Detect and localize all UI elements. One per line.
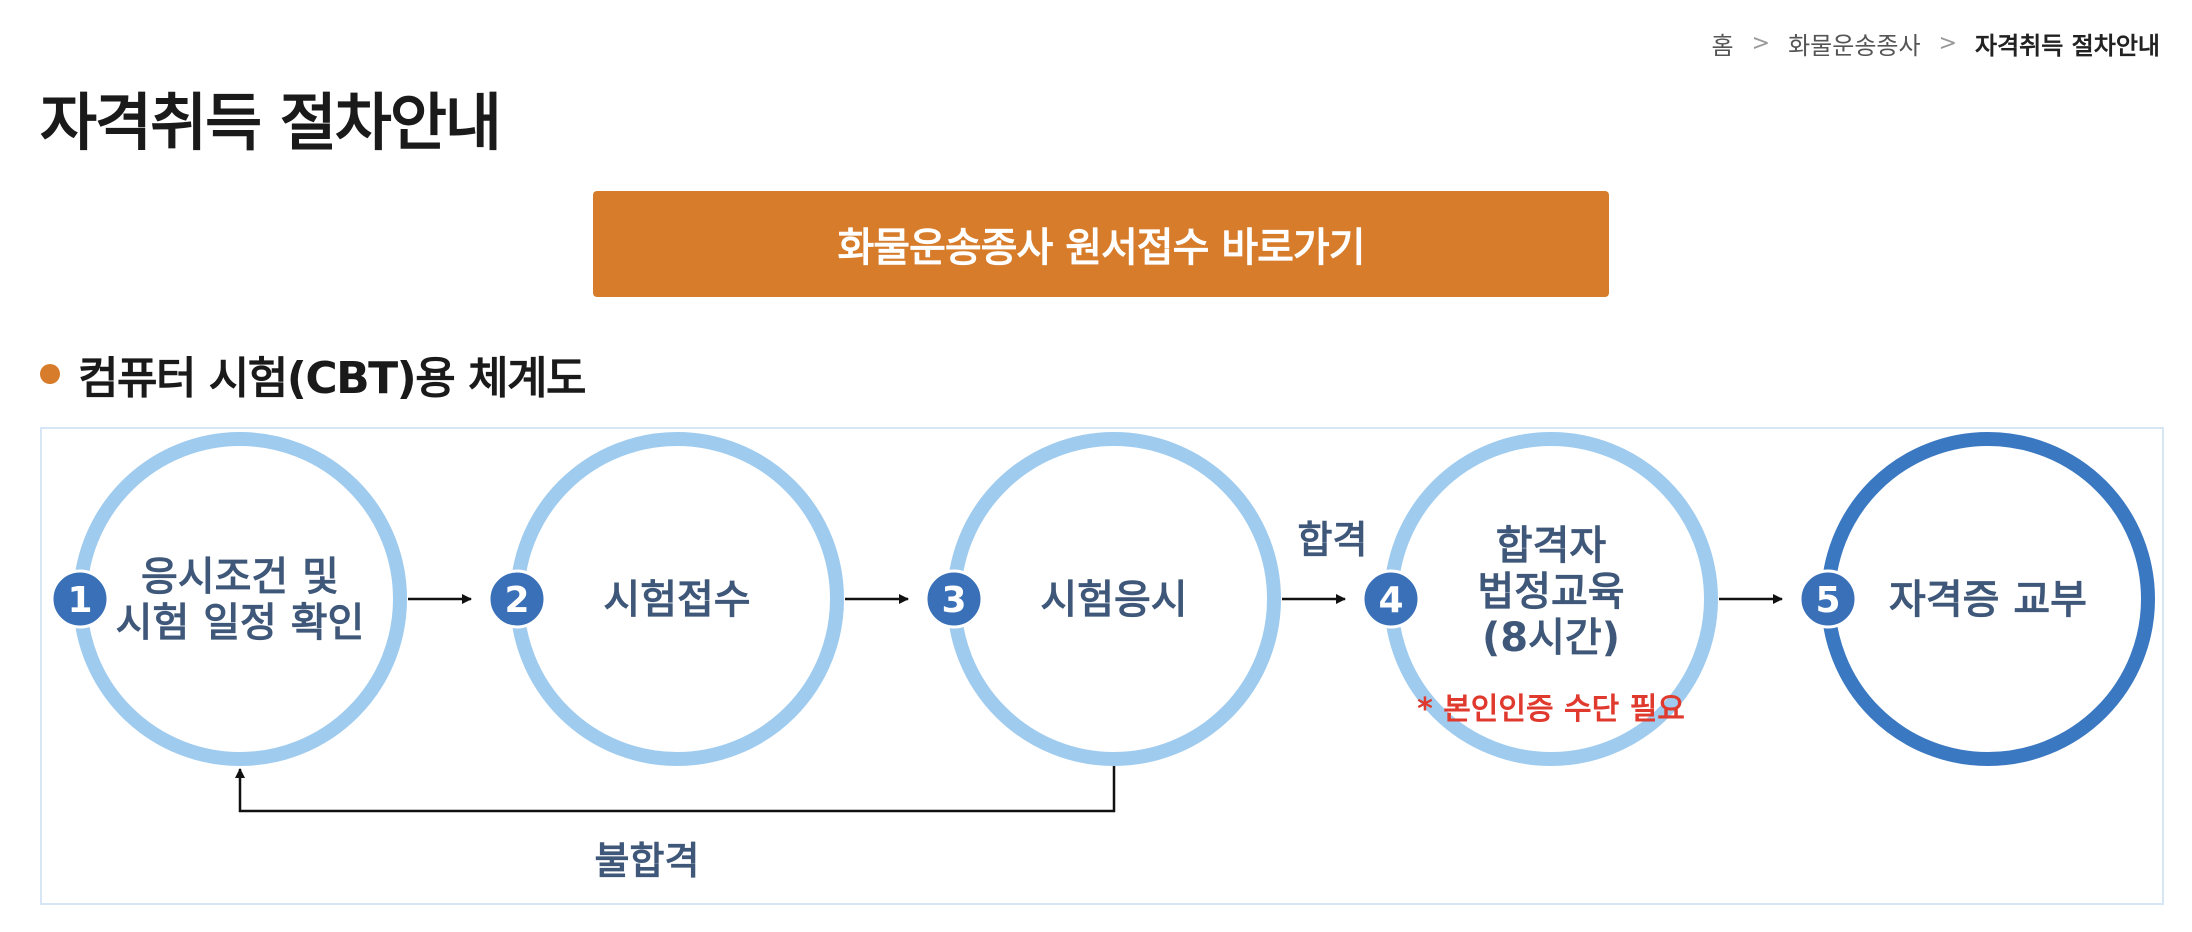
breadcrumb: 홈 > 화물운송종사 > 자격취득 절차안내 [1712, 26, 2160, 61]
bullet-dot-icon [40, 364, 60, 384]
fail-loop-arrow [235, 766, 1116, 813]
step-1-badge [50, 569, 110, 629]
step-5-number: 5 [1815, 580, 1840, 621]
step-4-label: 합격자 [1496, 523, 1607, 569]
step-4-note: * 본인인증 수단 필요 [1417, 692, 1685, 727]
step-4-label: (8시간) [1482, 615, 1620, 661]
page-title: 자격취득 절차안내 [40, 86, 502, 159]
section-heading: 컴퓨터 시험(CBT)용 체계도 [40, 342, 587, 406]
fail-label: 불합격 [595, 839, 700, 883]
step-3-number: 3 [941, 580, 966, 621]
step-1-number: 1 [67, 580, 92, 621]
step-4-label: 법정교육 [1477, 569, 1624, 615]
step-3-label: 시험응시 [1040, 577, 1187, 623]
breadcrumb-category[interactable]: 화물운송종사 [1788, 32, 1921, 60]
step-5-badge [1798, 569, 1858, 629]
pass-label: 합격 [1298, 518, 1368, 562]
step-2-badge [487, 569, 547, 629]
step-4-number: 4 [1378, 580, 1403, 621]
chevron-right-icon: > [1751, 31, 1771, 56]
step-3-badge [924, 569, 984, 629]
chevron-right-icon: > [1938, 31, 1957, 56]
step-4-badge [1361, 569, 1421, 629]
apply-shortcut-button[interactable]: 화물운송종사 원서접수 바로가기 [593, 191, 1609, 297]
breadcrumb-current: 자격취득 절차안내 [1975, 32, 2160, 60]
step-1-label: 시험 일정 확인 [116, 600, 365, 646]
step-2-label: 시험접수 [603, 577, 750, 623]
step-1-label: 응시조건 및 [141, 554, 339, 600]
breadcrumb-home[interactable]: 홈 [1711, 32, 1734, 60]
section-title: 컴퓨터 시험(CBT)용 체계도 [78, 353, 587, 404]
step-5-label: 자격증 교부 [1889, 577, 2087, 623]
step-2-number: 2 [504, 580, 529, 621]
